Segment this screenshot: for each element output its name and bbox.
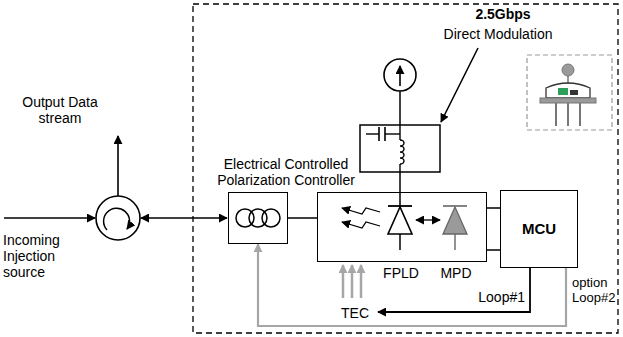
node-heading: Electrical Controlled Polarization Contr… [211, 156, 361, 188]
circulator [96, 196, 140, 240]
loop-label: Loop#1 [462, 289, 525, 305]
polarization-controller-box: Electrical Controlled Polarization Contr… [228, 192, 288, 244]
paddle-loop [262, 209, 280, 227]
input-arrow [4, 217, 95, 219]
wire [385, 133, 400, 134]
package-chip [558, 88, 568, 95]
inductor-symbol [400, 140, 404, 164]
part-label: FPLD [383, 265, 419, 281]
light-coupling [416, 219, 440, 220]
connector [288, 217, 317, 219]
loop-label: option Loop#2 [572, 276, 620, 306]
wire [399, 234, 401, 250]
tec-arrow [351, 265, 354, 298]
modulation-label: Direct Modulation [432, 26, 564, 42]
package-lens [562, 64, 574, 76]
rate-label: 2.5Gbps [455, 6, 551, 22]
wire [399, 164, 400, 172]
current-source [384, 59, 416, 91]
tec-arrow [342, 265, 345, 298]
tec-label: TEC [336, 305, 374, 321]
node-label: MCU [522, 220, 556, 237]
wire [399, 91, 401, 125]
package-inset [527, 55, 612, 130]
connector [258, 244, 566, 326]
part-label: MPD [440, 265, 471, 281]
tec-arrow [360, 265, 363, 298]
photodiode [443, 207, 467, 234]
package-pin [567, 103, 569, 126]
laser-diode [388, 207, 412, 234]
package-chip [570, 90, 578, 95]
wire [399, 172, 401, 206]
capacitor-symbol [384, 127, 386, 141]
output-arrow [117, 136, 119, 196]
pointer-arrow [441, 48, 478, 122]
current-arrow [399, 66, 401, 86]
mcu-box: MCU [500, 190, 578, 268]
input-label: Incoming Injection source [3, 232, 69, 280]
package-pin [555, 103, 557, 126]
bias-tee-box [360, 125, 440, 172]
fiber-link [141, 217, 227, 219]
wire [399, 125, 400, 140]
laser-module-box: FPLDMPD [317, 192, 487, 262]
package-pin [579, 103, 581, 126]
wire [454, 234, 455, 250]
wire [487, 249, 500, 251]
wire [366, 133, 379, 134]
connector [487, 207, 500, 209]
package-cap [546, 83, 590, 98]
output-label: Output Data stream [22, 94, 98, 126]
circulator-arrow [104, 208, 130, 230]
emission-arrow [342, 222, 380, 228]
module-outline [193, 4, 618, 333]
emission-arrow [342, 208, 380, 214]
package-base [540, 98, 596, 103]
